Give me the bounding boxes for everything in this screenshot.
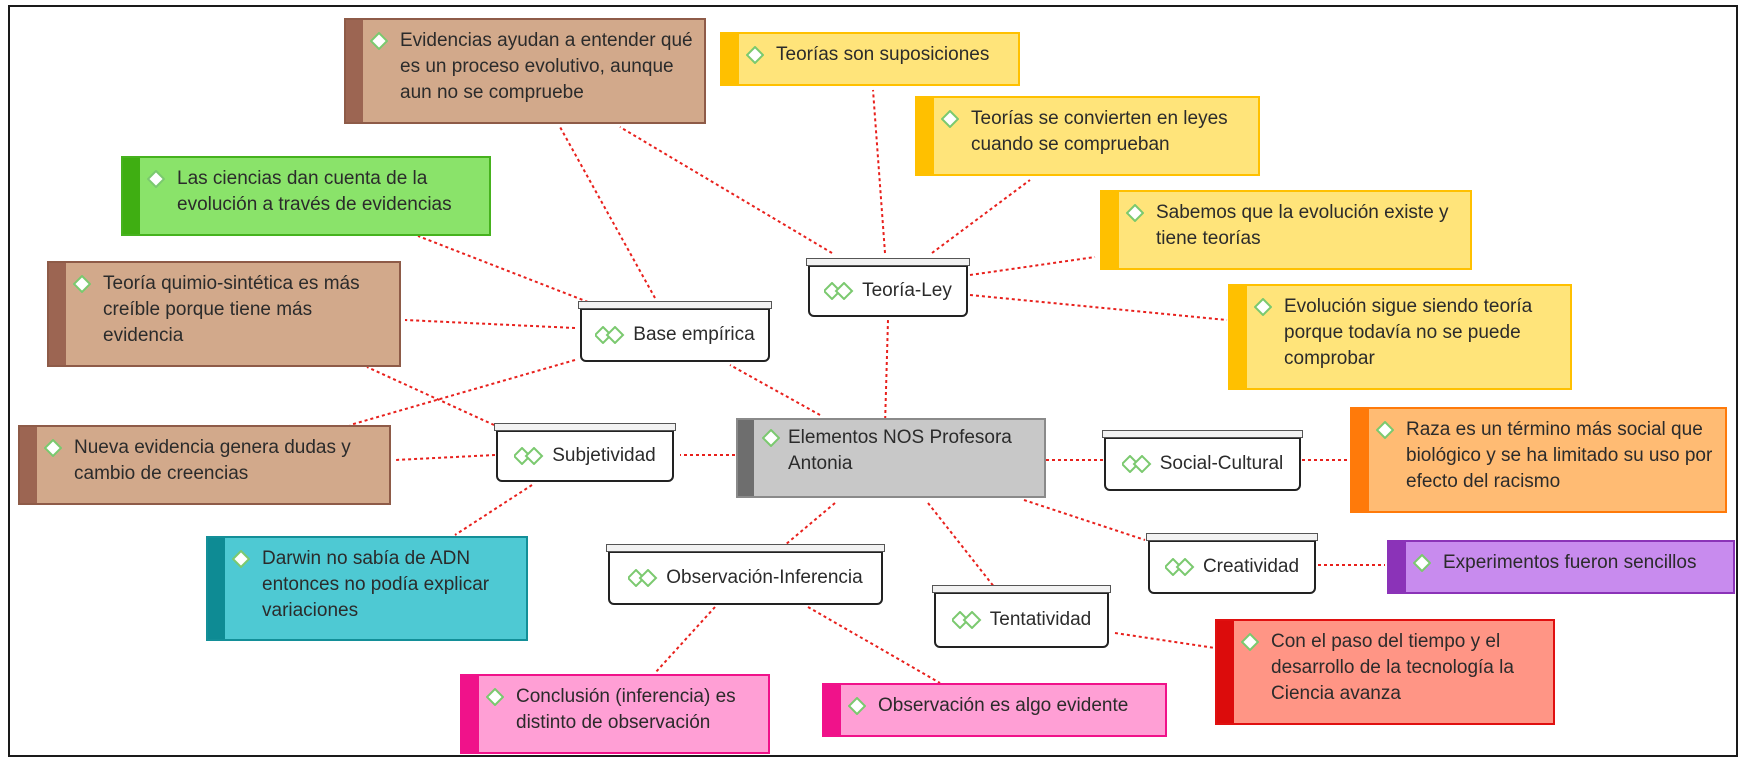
topic-label: Creatividad xyxy=(1202,556,1300,577)
topic-label: Observación-Inferencia xyxy=(666,567,863,588)
topic-lid xyxy=(494,423,676,431)
note-text: Nueva evidencia genera dudas y cambio de… xyxy=(74,437,351,484)
note-text: Observación es algo evidente xyxy=(878,695,1129,716)
note-accent xyxy=(824,685,841,735)
diamond-icon xyxy=(1413,554,1431,572)
topic-lid xyxy=(606,544,885,552)
central-topic-accent xyxy=(738,420,754,496)
diamond-icon xyxy=(746,46,764,64)
note-accent xyxy=(1102,192,1119,268)
topic-creatividad[interactable]: Creatividad xyxy=(1146,533,1318,594)
note-experimentos-sencillos[interactable]: Experimentos fueron sencillos xyxy=(1387,540,1735,594)
central-topic[interactable]: Elementos NOS Profesora Antonia xyxy=(736,418,1046,498)
note-text: Evolución sigue siendo teoría porque tod… xyxy=(1284,296,1533,369)
note-accent xyxy=(1230,286,1247,388)
note-accent xyxy=(346,20,363,122)
topic-subjetividad[interactable]: Subjetividad xyxy=(494,423,676,482)
diamond-icon xyxy=(232,550,250,568)
double-diamond-icon xyxy=(951,611,982,629)
diamond-icon xyxy=(762,429,780,447)
diamond-icon xyxy=(486,688,504,706)
note-text: Teorías son suposiciones xyxy=(776,44,990,65)
note-accent xyxy=(917,98,934,174)
diamond-icon xyxy=(1376,421,1394,439)
note-accent xyxy=(1217,621,1234,723)
diagram-frame xyxy=(8,5,1738,757)
topic-teoria-ley[interactable]: Teoría-Ley xyxy=(806,258,970,317)
central-topic-label: Elementos NOS Profesora Antonia xyxy=(788,427,1012,474)
diamond-icon xyxy=(73,275,91,293)
topic-lid xyxy=(932,585,1111,593)
double-diamond-icon xyxy=(628,569,658,587)
diamond-icon xyxy=(370,32,388,50)
topic-label: Social-Cultural xyxy=(1159,453,1284,474)
diamond-icon xyxy=(1126,204,1144,222)
note-accent xyxy=(1389,542,1406,592)
note-teoria-quimio[interactable]: Teoría quimio-sintética es más creíble p… xyxy=(47,261,401,367)
note-accent xyxy=(1352,409,1369,511)
note-text: Las ciencias dan cuenta de la evolución … xyxy=(177,168,452,215)
diamond-icon xyxy=(941,110,959,128)
note-accent xyxy=(722,34,739,84)
note-teorias-suposiciones[interactable]: Teorías son suposiciones xyxy=(720,32,1020,86)
note-text: Teoría quimio-sintética es más creíble p… xyxy=(103,273,360,346)
note-text: Experimentos fueron sencillos xyxy=(1443,552,1697,573)
topic-base-empirica[interactable]: Base empírica xyxy=(578,301,772,362)
double-diamond-icon xyxy=(514,447,544,465)
topic-lid xyxy=(578,301,772,309)
note-text: Evidencias ayudan a entender qué es un p… xyxy=(400,30,693,103)
note-nueva-evidencia[interactable]: Nueva evidencia genera dudas y cambio de… xyxy=(18,425,391,505)
note-accent xyxy=(123,158,140,234)
note-accent xyxy=(49,263,66,365)
note-conclusion-inferencia[interactable]: Conclusión (inferencia) es distinto de o… xyxy=(460,674,770,754)
topic-label: Teoría-Ley xyxy=(862,280,952,301)
topic-label: Tentatividad xyxy=(989,609,1092,630)
note-paso-tiempo[interactable]: Con el paso del tiempo y el desarrollo d… xyxy=(1215,619,1555,725)
topic-lid xyxy=(806,258,970,266)
note-evolucion-teoria[interactable]: Evolución sigue siendo teoría porque tod… xyxy=(1228,284,1572,390)
diamond-icon xyxy=(44,439,62,457)
topic-label: Subjetividad xyxy=(552,445,656,466)
double-diamond-icon xyxy=(595,326,625,344)
note-ciencias-dan-cuenta[interactable]: Las ciencias dan cuenta de la evolución … xyxy=(121,156,491,236)
note-text: Con el paso del tiempo y el desarrollo d… xyxy=(1271,631,1514,704)
note-sabemos-evolucion[interactable]: Sabemos que la evolución existe y tiene … xyxy=(1100,190,1472,270)
note-text: Darwin no sabía de ADN entonces no podía… xyxy=(262,548,490,621)
note-text: Raza es un término más social que biológ… xyxy=(1406,419,1713,492)
note-text: Conclusión (inferencia) es distinto de o… xyxy=(516,686,736,733)
topic-lid xyxy=(1146,533,1318,541)
topic-tentatividad[interactable]: Tentatividad xyxy=(932,585,1111,648)
note-raza-termino[interactable]: Raza es un término más social que biológ… xyxy=(1350,407,1727,513)
double-diamond-icon xyxy=(824,282,854,300)
topic-social-cultural[interactable]: Social-Cultural xyxy=(1102,430,1303,491)
double-diamond-icon xyxy=(1121,455,1152,473)
note-teorias-leyes[interactable]: Teorías se convierten en leyes cuando se… xyxy=(915,96,1260,176)
topic-lid xyxy=(1102,430,1303,438)
diamond-icon xyxy=(147,170,165,188)
note-accent xyxy=(462,676,479,752)
note-text: Sabemos que la evolución existe y tiene … xyxy=(1156,202,1449,249)
note-text: Teorías se convierten en leyes cuando se… xyxy=(971,108,1228,155)
diamond-icon xyxy=(1254,298,1272,316)
topic-observacion-inferencia[interactable]: Observación-Inferencia xyxy=(606,544,885,605)
topic-label: Base empírica xyxy=(633,324,755,345)
note-accent xyxy=(20,427,37,503)
diamond-icon xyxy=(1241,633,1259,651)
double-diamond-icon xyxy=(1164,558,1195,576)
note-darwin-adn[interactable]: Darwin no sabía de ADN entonces no podía… xyxy=(206,536,528,641)
note-evidencias-ayudan[interactable]: Evidencias ayudan a entender qué es un p… xyxy=(344,18,706,124)
note-observacion-evidente[interactable]: Observación es algo evidente xyxy=(822,683,1167,737)
diamond-icon xyxy=(848,697,866,715)
note-accent xyxy=(208,538,225,639)
